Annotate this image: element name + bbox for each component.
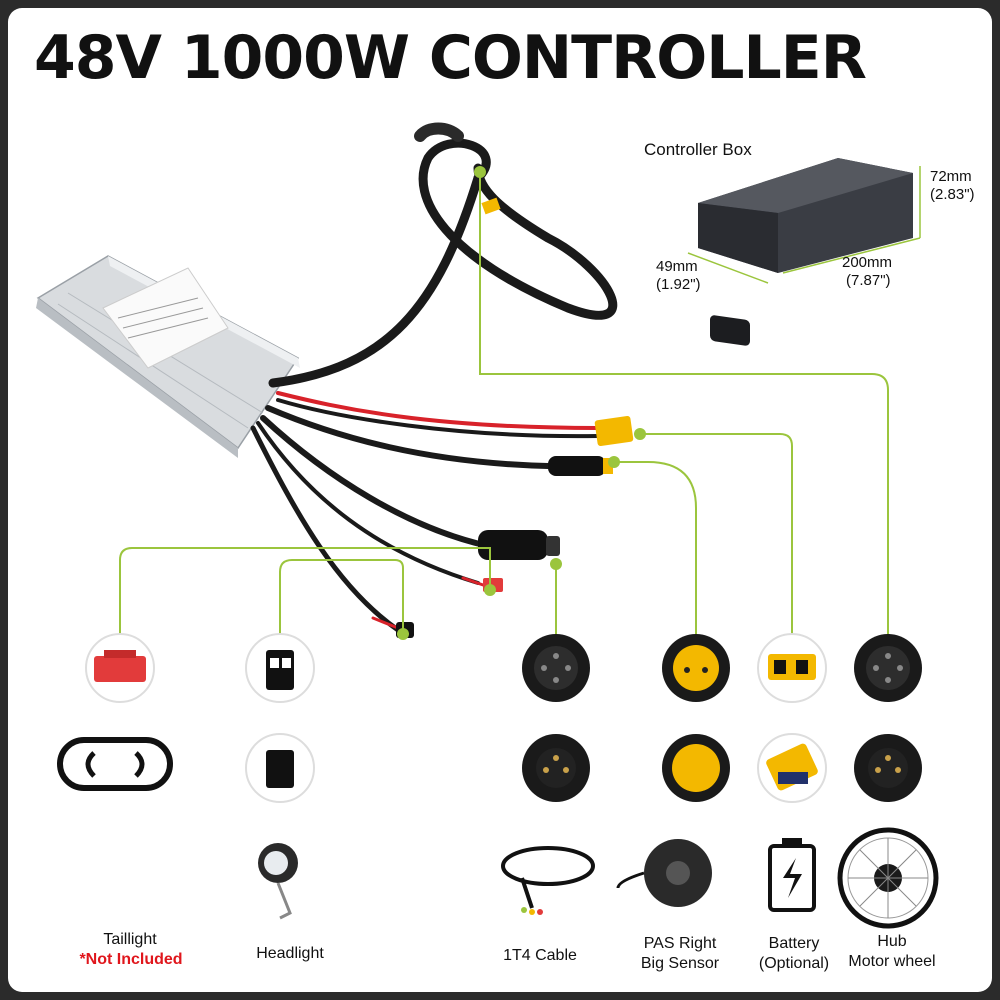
headlight-label: Headlight — [256, 945, 324, 962]
box-length-in: (7.87") — [846, 272, 891, 289]
accessory-illustrations — [258, 827, 939, 929]
battery-label-line1: Battery — [768, 935, 820, 952]
box-length-mm: 200mm — [842, 254, 893, 271]
box-height-mm: 72mm — [930, 168, 972, 185]
battery-label-line2: (Optional) — [758, 955, 830, 972]
leader-lines — [119, 172, 889, 638]
box-depth-in: (1.92") — [656, 276, 701, 293]
controller-box-label: Controller Box — [644, 140, 752, 159]
connector-row-top — [85, 633, 922, 703]
hub-motor-wheel-icon — [837, 827, 939, 929]
pas-label-line1: PAS Right — [643, 935, 717, 952]
controller-box-illustration — [687, 158, 921, 346]
box-height-in: (2.83") — [930, 186, 975, 203]
not-included-note: *Not Included — [79, 951, 183, 968]
box-depth-mm: 49mm — [656, 258, 698, 275]
hub-label-line2: Motor wheel — [848, 953, 936, 970]
headlight-icon — [258, 843, 298, 920]
connector-row-bottom — [57, 733, 922, 803]
leader-dots — [397, 166, 646, 640]
controller-unit — [36, 255, 300, 458]
pas-sensor-icon — [616, 839, 712, 907]
taillight-label: Taillight — [103, 931, 157, 948]
hub-label-line1: Hub — [877, 933, 907, 950]
cable-label: 1T4 Cable — [503, 947, 577, 964]
battery-icon — [768, 838, 816, 912]
cable-icon — [501, 846, 595, 915]
wiring-diagram — [36, 122, 939, 929]
wire-connectors — [396, 197, 634, 638]
pas-label-line2: Big Sensor — [640, 955, 720, 972]
page-title: 48V 1000W CONTROLLER — [34, 23, 867, 93]
product-card: 48V 1000W CONTROLLER — [8, 8, 992, 992]
